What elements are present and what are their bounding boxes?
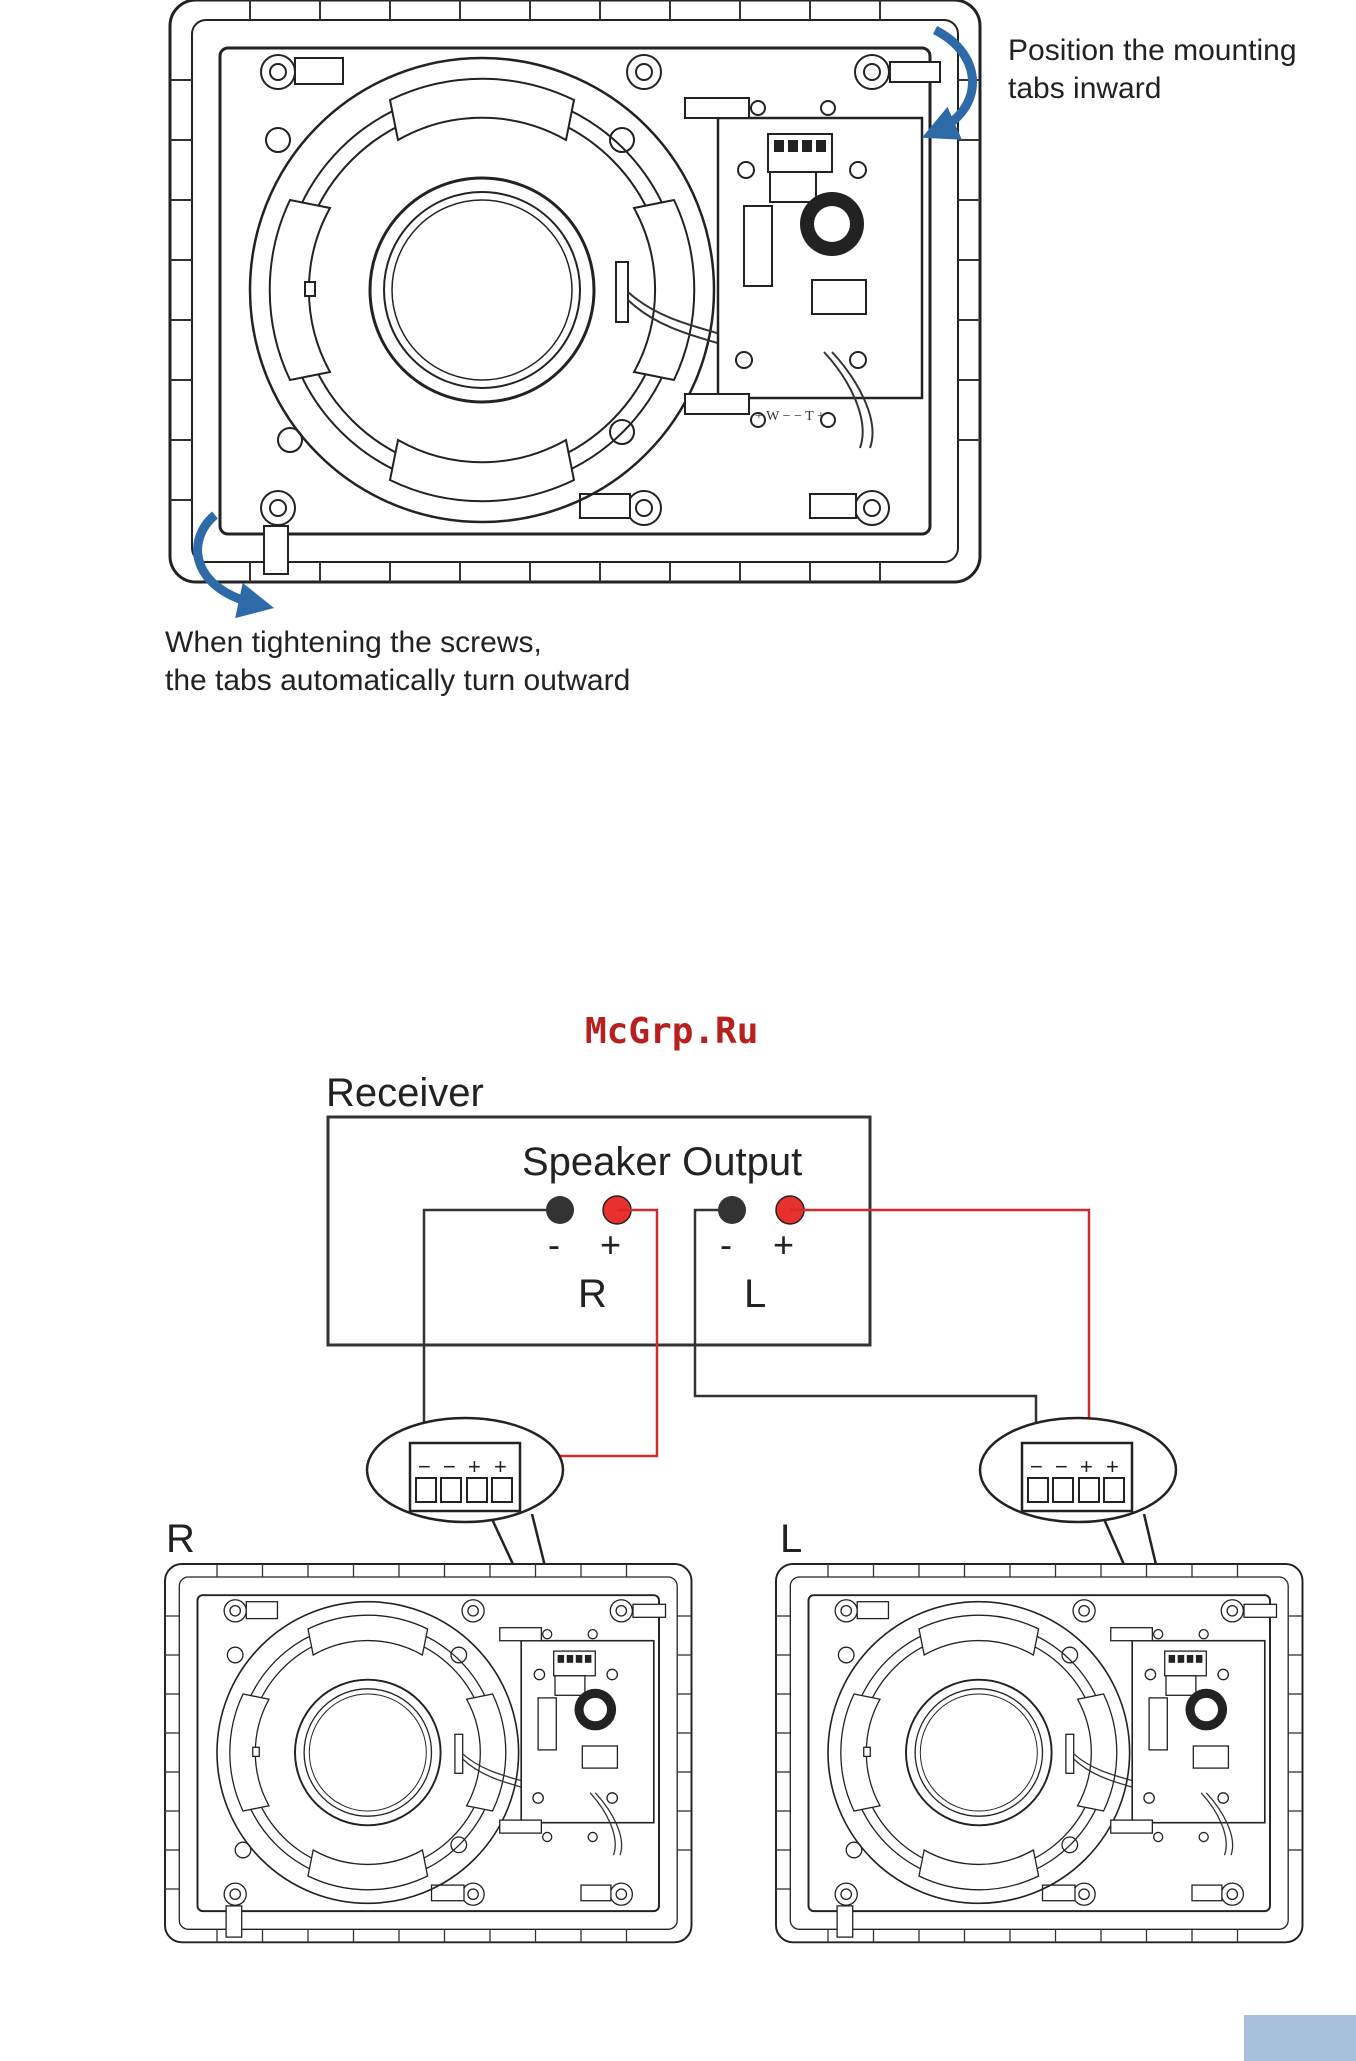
wire-l-minus [695,1210,1036,1448]
page-corner-tab [1244,2015,1356,2061]
receiver-label: Receiver [326,1071,484,1115]
l-term-3: + [1080,1454,1093,1479]
r-term-2: − [443,1454,456,1479]
callout-inward: Position the mounting tabs inward [1008,34,1305,105]
r-term-4: + [494,1454,507,1479]
speaker-l-label: L [780,1517,802,1561]
speaker-output-label: Speaker Output [522,1140,802,1184]
l-term-2: − [1055,1454,1068,1479]
l-term-1: − [1030,1454,1043,1479]
callout-outward: When tightening the screws, the tabs aut… [165,626,630,697]
speaker-r-label: R [166,1517,195,1561]
l-plus-sign: + [773,1224,794,1265]
channel-l-label: L [744,1272,766,1316]
r-minus-sign: - [548,1224,560,1265]
r-term-1: − [418,1454,431,1479]
wire-l-plus [790,1210,1089,1448]
r-term-3: + [468,1454,481,1479]
l-minus-sign: - [720,1224,732,1265]
pcb-terminal-marks: + W − − T + [755,409,825,424]
wire-r-minus [424,1210,560,1448]
l-term-4: + [1106,1454,1119,1479]
watermark: McGrp.Ru [585,1011,758,1052]
speaker-r [165,1564,692,1942]
speaker-mounting-diagram: + W − − T + [170,0,980,582]
speaker-l [776,1564,1303,1942]
r-plus-sign: + [600,1224,621,1265]
wire-r-plus [505,1210,657,1456]
wiring-diagram: Receiver Speaker Output - + - + R L − [165,1071,1303,1942]
channel-r-label: R [578,1272,607,1316]
